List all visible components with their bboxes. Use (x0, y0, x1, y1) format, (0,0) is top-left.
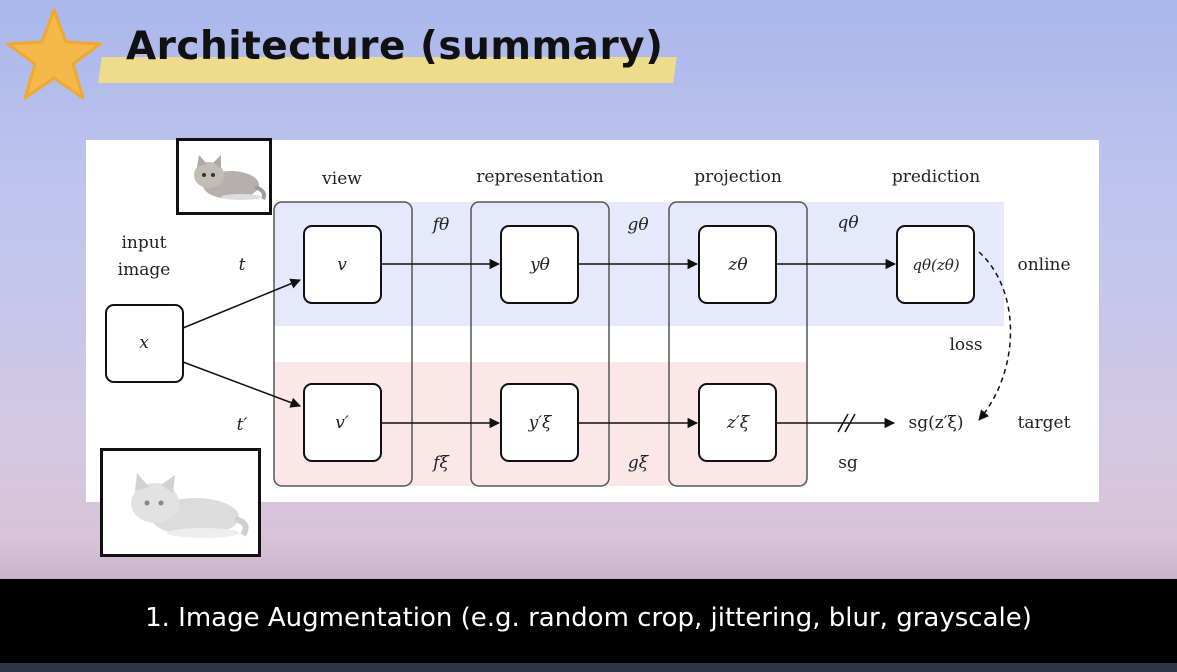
header-projection: projection (694, 167, 782, 187)
fn-f-theta: fθ (431, 215, 450, 235)
node-v-label: v (337, 255, 347, 275)
input-label-line2: image (118, 260, 171, 280)
fn-f-xi: fξ (431, 453, 450, 473)
header-representation: representation (476, 167, 603, 187)
caption-text: 1. Image Augmentation (e.g. random crop,… (145, 603, 1032, 633)
stop-grad-tick-1 (837, 413, 849, 433)
input-label-line1: input (121, 233, 166, 253)
projection-column (668, 201, 808, 487)
kitten-gray-photo (100, 448, 261, 557)
stop-grad-tick-2 (844, 413, 856, 433)
node-sg-label: sg(z′ξ) (908, 413, 963, 433)
fn-g-theta: gθ (627, 215, 648, 235)
header-prediction: prediction (892, 167, 980, 187)
input-node (105, 304, 184, 383)
kitten-gray-drawing (131, 473, 249, 538)
title-area: Architecture (summary) (0, 0, 700, 110)
node-z-label: zθ (727, 255, 747, 275)
node-v-prime-label: v′ (335, 413, 349, 433)
node-y-prime-label: y′ξ (528, 413, 553, 433)
node-q-label: qθ(zθ) (912, 256, 959, 274)
fn-sg: sg (838, 453, 858, 473)
loss-arrow (978, 251, 1012, 421)
t-prime-label: t′ (237, 415, 248, 435)
diagram-canvas: view representation projection predictio… (105, 167, 1071, 487)
edge-x-to-v-prime (182, 361, 301, 408)
loss-label: loss (949, 335, 982, 355)
node-z-prime-label: z′ξ (726, 413, 751, 433)
representation-column (470, 201, 610, 487)
fn-g-xi: gξ (628, 453, 650, 473)
kitten-color-photo (176, 138, 272, 215)
edge-x-to-v (182, 278, 301, 329)
online-label: online (1017, 255, 1070, 275)
target-label: target (1018, 413, 1071, 433)
header-view: view (321, 169, 362, 189)
caption-bar: 1. Image Augmentation (e.g. random crop,… (0, 579, 1177, 663)
fn-q-theta: qθ (837, 213, 858, 233)
input-node-label: x (139, 333, 149, 353)
t-label: t (239, 255, 246, 275)
star-icon (6, 8, 102, 100)
node-y-label: yθ (529, 255, 550, 275)
kitten-color-drawing (194, 155, 266, 200)
page-title: Architecture (summary) (126, 24, 664, 69)
view-column (273, 201, 413, 487)
node-q (896, 225, 975, 304)
